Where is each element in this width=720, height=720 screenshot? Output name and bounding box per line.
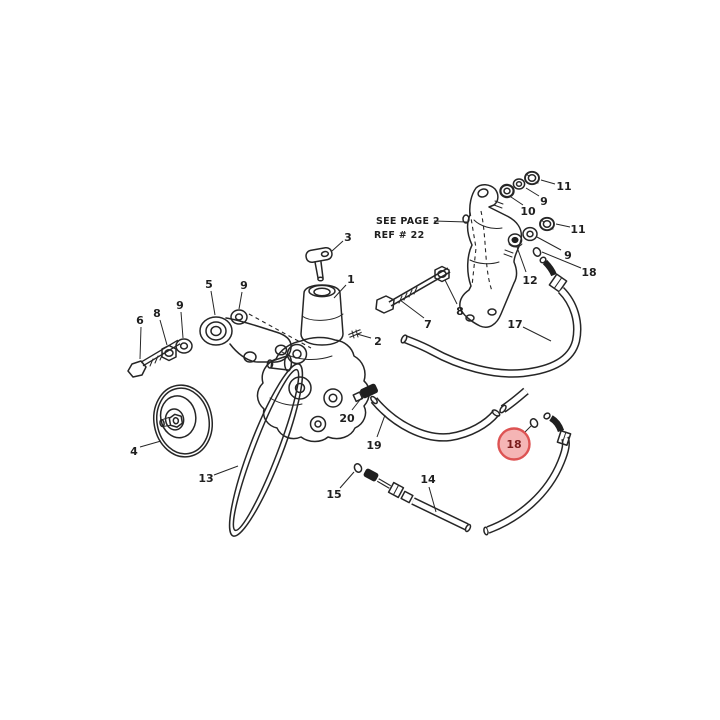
washer-left-a <box>175 338 193 354</box>
locknut-upper-b <box>539 216 555 232</box>
leader-line-18-21 <box>541 251 582 269</box>
spacer <box>499 183 515 199</box>
fitting-stud <box>348 329 362 339</box>
callout-15-19[interactable]: 15 <box>326 488 341 501</box>
bolt-small <box>127 339 181 378</box>
engine-bracket <box>459 184 523 328</box>
bushing <box>507 233 523 248</box>
callout-4-3[interactable]: 4 <box>130 445 138 458</box>
leader-line-14-18 <box>428 486 437 513</box>
leader-line-17-20 <box>522 326 552 342</box>
v-belt <box>228 363 304 537</box>
hose-stub <box>499 387 529 414</box>
highlight-label-18[interactable]: 18 <box>506 438 521 451</box>
callout-9-10[interactable]: 9 <box>240 279 248 292</box>
callout-9-12[interactable]: 9 <box>564 249 572 262</box>
callout-20-23[interactable]: 20 <box>339 412 355 425</box>
leader-line-2-1 <box>356 333 372 339</box>
leader-line-9-12 <box>536 236 562 251</box>
callout-6-5[interactable]: 6 <box>136 314 144 327</box>
callout-11-14[interactable]: 11 <box>556 180 571 193</box>
washer-upper-b <box>522 226 538 242</box>
see-page-note-line2: REF # 22 <box>374 230 425 241</box>
dipstick-cap <box>305 246 333 282</box>
callout-leaders <box>139 179 582 513</box>
nut-bracket <box>434 265 450 283</box>
leader-line-13-17 <box>213 465 239 476</box>
pressure-hose-rear <box>483 412 572 536</box>
callout-13-17[interactable]: 13 <box>198 472 213 485</box>
leader-line-9-10 <box>238 291 243 310</box>
leader-line-6-5 <box>139 326 142 360</box>
callout-3-2[interactable]: 3 <box>344 231 352 244</box>
bolt-long <box>375 267 451 314</box>
callout-8-7[interactable]: 8 <box>153 307 161 320</box>
highlight-layer: 18 <box>497 425 532 461</box>
leader-line-8-8 <box>444 279 458 305</box>
leader-line-5-4 <box>210 290 216 316</box>
callout-1-0[interactable]: 1 <box>347 273 355 286</box>
hose-19 <box>370 395 501 442</box>
callout-9-11[interactable]: 9 <box>540 195 548 208</box>
leader-line-8-7 <box>159 319 168 346</box>
leader-line-1-0 <box>333 284 347 299</box>
pulley <box>153 384 213 458</box>
callout-9-9[interactable]: 9 <box>176 299 184 312</box>
leader-line-20-23 <box>351 395 364 411</box>
leader-line-19-22 <box>376 414 386 438</box>
callout-8-8[interactable]: 8 <box>456 305 464 318</box>
locknut-upper-a <box>524 170 540 186</box>
o-ring-upper <box>532 247 542 257</box>
leader-line-11-15 <box>555 223 571 228</box>
o-ring-18 <box>529 418 539 428</box>
hose-return <box>400 256 582 378</box>
leader-line-10-13 <box>510 196 524 206</box>
connector-fitting <box>352 383 378 403</box>
leader-line-4-3 <box>139 440 162 448</box>
leader-line-11-14 <box>540 179 556 185</box>
callout-2-1[interactable]: 2 <box>374 335 382 348</box>
callout-14-18[interactable]: 14 <box>420 473 436 486</box>
leader-line-9-9 <box>180 311 184 339</box>
washer-upper-a <box>512 178 526 190</box>
callout-5-4[interactable]: 5 <box>205 278 213 291</box>
leader-line-12-16 <box>516 246 527 273</box>
callout-18-21[interactable]: 18 <box>581 266 596 279</box>
leader-line-9-11 <box>525 187 540 197</box>
o-ring-15 <box>353 463 363 473</box>
callout-17-20[interactable]: 17 <box>507 318 522 331</box>
callout-7-6[interactable]: 7 <box>424 318 432 331</box>
callout-12-16[interactable]: 12 <box>522 274 537 287</box>
pivot-bracket <box>199 316 292 363</box>
callout-11-15[interactable]: 11 <box>570 223 585 236</box>
highlight-circle-18[interactable] <box>497 427 531 461</box>
leader-line-15-19 <box>339 471 355 489</box>
callout-10-13[interactable]: 10 <box>520 205 536 218</box>
pressure-hose-front <box>363 468 472 533</box>
leader-line-3-2 <box>331 240 344 252</box>
washer-left-b <box>230 309 248 325</box>
see-page-note-line1: SEE PAGE 2 <box>376 216 440 227</box>
note-leader-line <box>433 220 468 223</box>
leader-line-7-6 <box>399 299 425 319</box>
callout-19-22[interactable]: 19 <box>366 439 381 452</box>
